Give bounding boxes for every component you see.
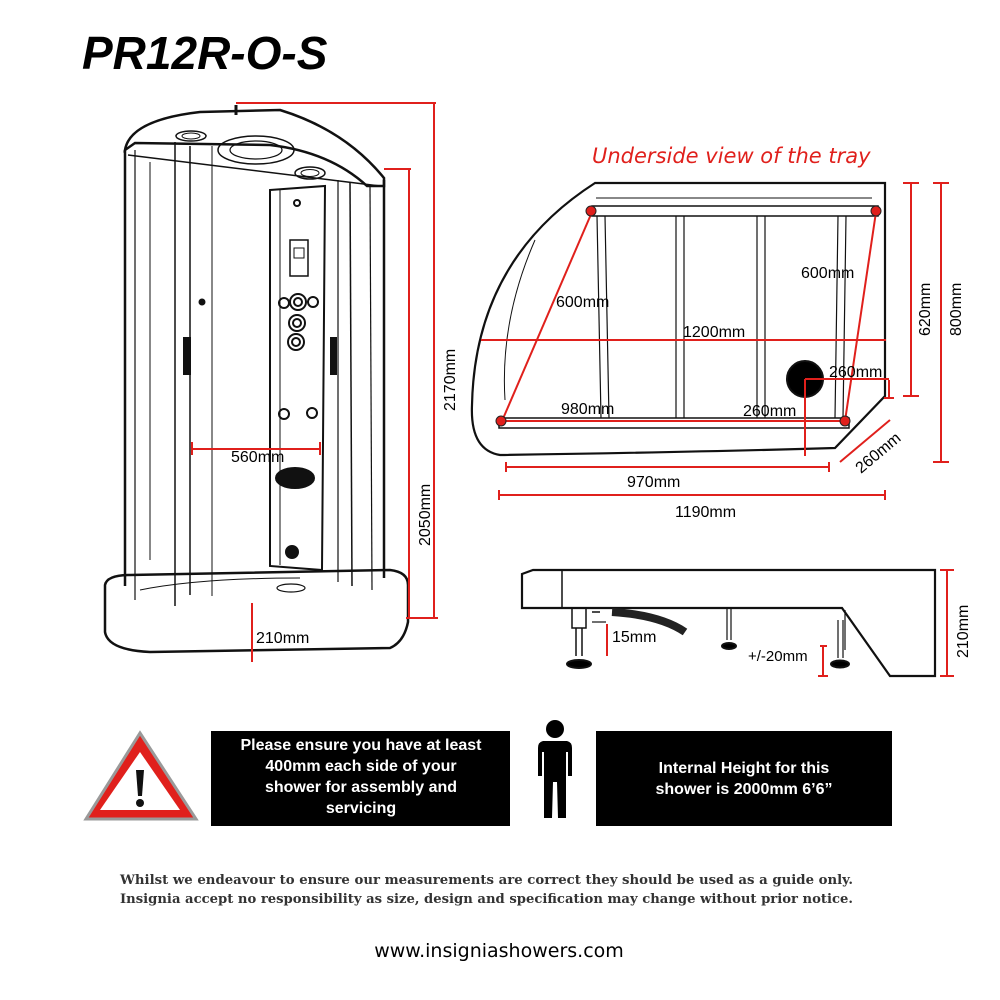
assembly-notice-line-1: Please ensure you have at least [240,737,482,754]
height-notice-line-2: shower is 2000mm 6’6” [656,781,833,798]
tray-diag-right-label: 600mm [801,265,854,282]
product-title: PR12R-O-S [82,27,328,79]
shower-cabin-drawing [103,105,410,654]
tray-depth-total-label: 800mm [948,283,965,336]
tray-view-title: Underside view of the tray [592,144,871,168]
tray-waste-x-label: 260mm [829,364,882,381]
height-notice-line-1: Internal Height for this [659,760,830,777]
tray-depth-partial-label: 620mm [917,283,934,336]
front-height-door-label: 2050mm [417,484,434,546]
side-height-label: 210mm [955,605,972,658]
assembly-notice-line-4: servicing [326,800,396,817]
tray-width-long-label: 1200mm [683,324,745,341]
disclaimer-line-1: Whilst we endeavour to ensure our measur… [119,873,853,888]
disclaimer-line-2: Insignia accept no responsibility as siz… [120,892,853,907]
tray-corner-label: 260mm [853,430,905,477]
assembly-notice-line-3: shower for assembly and [265,779,457,796]
front-view-dimensions [191,102,438,662]
tray-width-inner-label: 980mm [561,401,614,418]
tray-corner-dots [495,205,882,427]
tray-width-mid-label: 970mm [627,474,680,491]
tray-side-drawing [520,568,937,678]
front-tray-height-label: 210mm [256,630,309,647]
assembly-notice-box [211,731,510,826]
tray-diag-left-label: 600mm [556,294,609,311]
side-dimension-lines [606,569,954,677]
warning-triangle-icon [83,730,199,821]
side-foot-gap-label: 15mm [612,629,656,646]
front-height-total-label: 2170mm [442,349,459,411]
tray-dimension-lines [481,182,949,500]
front-width-label: 560mm [231,449,284,466]
tray-waste-y-label: 260mm [743,403,796,420]
tray-underside-drawing [470,181,887,457]
person-silhouette-icon [538,720,572,818]
website-link[interactable]: www.insigniashowers.com [374,940,624,962]
height-notice-box [596,731,892,826]
assembly-notice-line-2: 400mm each side of your [265,758,456,775]
tray-width-total-label: 1190mm [675,504,736,521]
side-leg-adjust-label: +/-20mm [748,648,808,665]
